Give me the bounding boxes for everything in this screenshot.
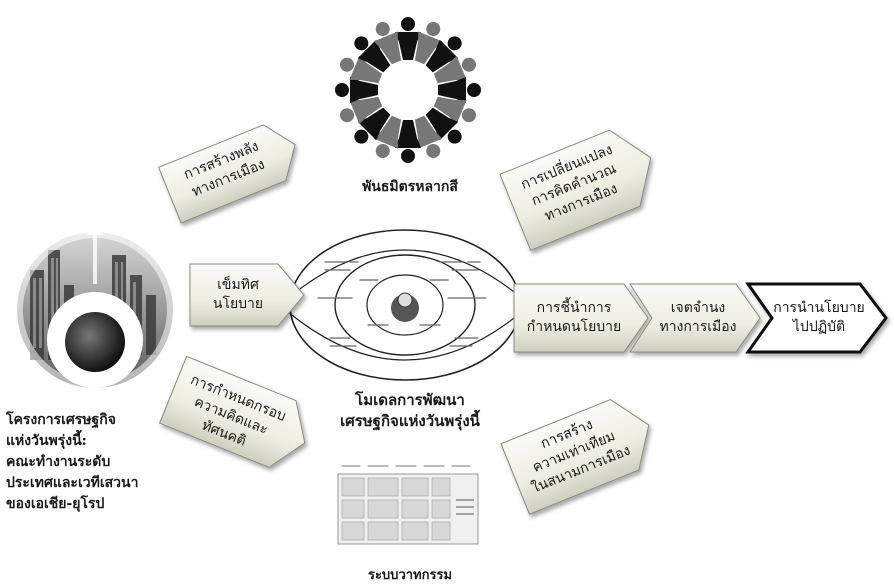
arrow-political-calculus xyxy=(499,129,652,252)
person-figure xyxy=(438,77,481,103)
person-figure xyxy=(340,96,383,125)
person-figure xyxy=(414,22,443,65)
person-figure xyxy=(395,120,421,163)
person-figure xyxy=(425,36,462,73)
person-figure xyxy=(373,22,402,65)
person-figure xyxy=(340,55,383,84)
person-figure xyxy=(354,107,391,144)
development-model-graphic xyxy=(279,229,531,381)
arrow-level-playing-field xyxy=(500,398,650,515)
chain-label-political-will: เจตจำนง ทางการเมือง xyxy=(659,300,737,335)
chain-label-policy-guidance: การชี้นำการ กำหนดนโยบาย xyxy=(526,300,622,335)
chain-label-policy-implementation: การนำนโยบาย ไปปฏิบัติ xyxy=(773,300,865,335)
person-figure xyxy=(433,96,476,125)
center-label: โมเดลการพัฒนา เศรษฐกิจแห่งวันพรุ่งนี้ xyxy=(340,391,480,430)
person-figure xyxy=(354,36,391,73)
arrow-political-power xyxy=(157,124,296,224)
chain-shape-3 xyxy=(745,282,888,354)
arrow-framing xyxy=(158,355,306,468)
person-figure xyxy=(433,55,476,84)
chain-shape-1 xyxy=(513,283,649,353)
person-figure xyxy=(395,17,421,60)
chain-shape-2 xyxy=(629,283,761,353)
arrow-policy-compass xyxy=(189,263,305,327)
top-center-label: พันธมิตรหลากสี xyxy=(362,179,458,195)
people-ring-logo xyxy=(335,17,481,163)
person-figure xyxy=(335,77,378,103)
person-figure xyxy=(373,115,402,158)
discourse-table-graphic xyxy=(337,465,479,545)
arrow-shapes xyxy=(157,124,888,515)
left-project-title: โครงการเศรษฐกิจ แห่งวันพรุ่งนี้: คณะทำงา… xyxy=(6,412,139,512)
city-circle-logo xyxy=(10,220,179,394)
bottom-center-label: ระบบวาทกรรม xyxy=(367,568,453,583)
person-figure xyxy=(414,115,443,158)
person-figure xyxy=(425,107,462,144)
arrow-label-policy-compass: เข็มทิศ นโยบาย xyxy=(212,277,264,312)
